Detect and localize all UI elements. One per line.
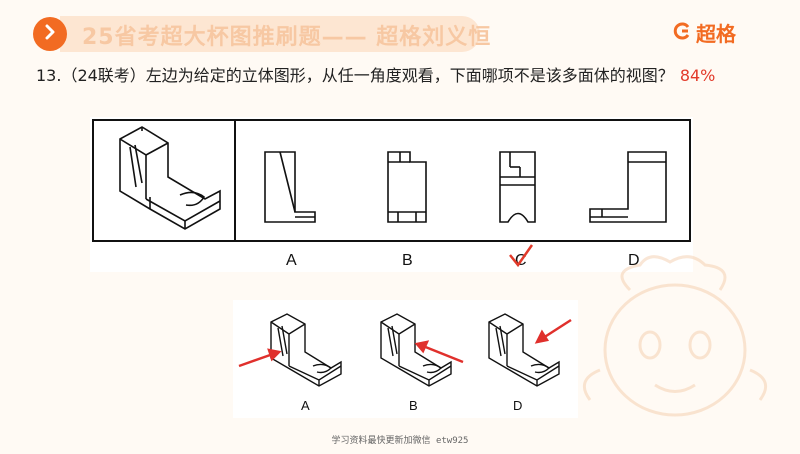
arrow-icon-b [414,340,464,364]
explanation-figure: A B D [233,300,578,418]
explanation-label-b: B [409,398,418,413]
option-d-view [589,151,667,223]
given-solid [119,126,221,230]
option-c-view [499,151,536,223]
correct-rate: 84% [679,66,716,85]
arrow-icon-a [238,348,282,368]
solid-view-d [488,313,560,387]
header-bar: 25省考超大杯图推刷题—— 超格刘义恒 超格 [0,0,800,62]
brand-icon [672,21,692,45]
figure-frame [92,119,691,242]
brand-logo: 超格 [672,18,736,47]
solid-view-a [270,313,342,387]
footer-note: 学习资料最快更新加微信 etw925 [331,436,469,446]
title-banner [60,16,480,52]
explanation-label-d: D [513,398,522,413]
option-a-view [264,151,316,223]
mascot-watermark [570,250,790,454]
option-b-view [387,151,427,223]
brand-name: 超格 [696,22,736,46]
chevron-right-icon [42,24,58,44]
explanation-svg: A B D [238,313,572,413]
correct-check-icon [509,244,534,268]
figure-svg: A B C D [92,119,691,269]
option-label-b[interactable]: B [402,252,413,269]
arrow-icon-d [534,318,572,344]
explanation-label-a: A [301,398,310,413]
page-title: 25省考超大杯图推刷题—— 超格刘义恒 [82,25,492,50]
option-label-a[interactable]: A [286,252,297,269]
next-button[interactable] [33,17,67,51]
question-figure: A B C D [90,117,693,272]
question-text: 13.（24联考）左边为给定的立体图形，从任一角度观看，下面哪项不是该多面体的视… [36,62,715,86]
solid-view-b [380,313,452,387]
question-body: 13.（24联考）左边为给定的立体图形，从任一角度观看，下面哪项不是该多面体的视… [36,66,674,85]
option-label-d[interactable]: D [628,252,640,269]
